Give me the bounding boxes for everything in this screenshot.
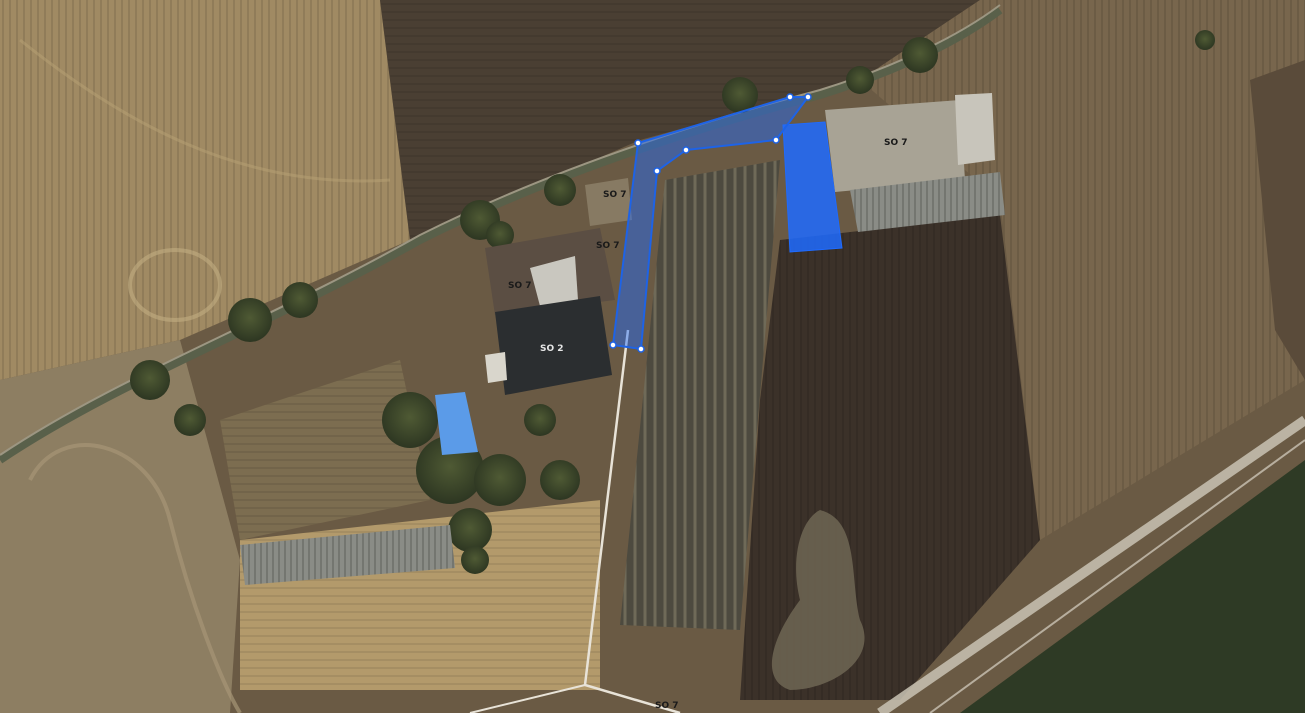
building-label: SO 7: [596, 241, 620, 251]
field-track-circle: [128, 248, 222, 322]
parcel-vertex-handle[interactable]: [637, 345, 645, 353]
farm-buildings: [435, 93, 1005, 455]
selected-parcel[interactable]: [609, 93, 812, 353]
parcel-vertex-handle[interactable]: [609, 341, 617, 349]
parcel-vertex-handle[interactable]: [804, 93, 812, 101]
building-white-shed: [530, 256, 578, 306]
building-small-top: [585, 178, 632, 226]
building-label: SO 7: [884, 138, 908, 148]
highlighted-building-blue[interactable]: [782, 121, 843, 253]
building-label: SO 7: [655, 701, 679, 711]
hedgerow-trees: [130, 30, 1215, 436]
greenhouse-top-right: [850, 172, 1005, 232]
building-white-small: [485, 352, 507, 383]
dirt-path: [583, 329, 681, 713]
field-middle-plot-texture: [220, 360, 430, 540]
building-top-right: [825, 100, 965, 192]
farm-road-top: [0, 6, 1003, 464]
road-diagonal-bottom-edge: [929, 439, 1305, 713]
field-left-wheat-texture: [0, 0, 410, 380]
field-track-left: [19, 38, 391, 183]
parcel-vertex-handle[interactable]: [786, 93, 794, 101]
orchard-strip: [620, 160, 780, 630]
field-right-strip: [1250, 60, 1305, 380]
tree-cluster-center: [382, 392, 580, 574]
building-label: SO 2: [540, 344, 564, 354]
parcel-vertex-handle[interactable]: [682, 146, 690, 154]
road-diagonal-bottom: [877, 415, 1305, 713]
parcel-vertex-handle[interactable]: [634, 139, 642, 147]
dirt-path-branch: [469, 684, 586, 713]
field-track-bottom-left: [28, 443, 242, 713]
parcel-vertex-handle[interactable]: [772, 136, 780, 144]
building-label: SO 7: [508, 281, 532, 291]
parcel-vertex-handle[interactable]: [653, 167, 661, 175]
field-bottom-left: [0, 340, 240, 713]
greenhouse-bottom-left: [240, 525, 455, 585]
building-blue-roof: [435, 392, 478, 455]
building-dark-roof: [495, 296, 612, 395]
building-top-right-annex: [955, 93, 995, 165]
tree-belt-bottom-right: [960, 460, 1305, 713]
field-pale-patch: [771, 510, 865, 690]
farm-road-top-line: [0, 4, 1001, 456]
field-top-plowed-texture: [380, 0, 980, 240]
building-label: SO 7: [603, 190, 627, 200]
